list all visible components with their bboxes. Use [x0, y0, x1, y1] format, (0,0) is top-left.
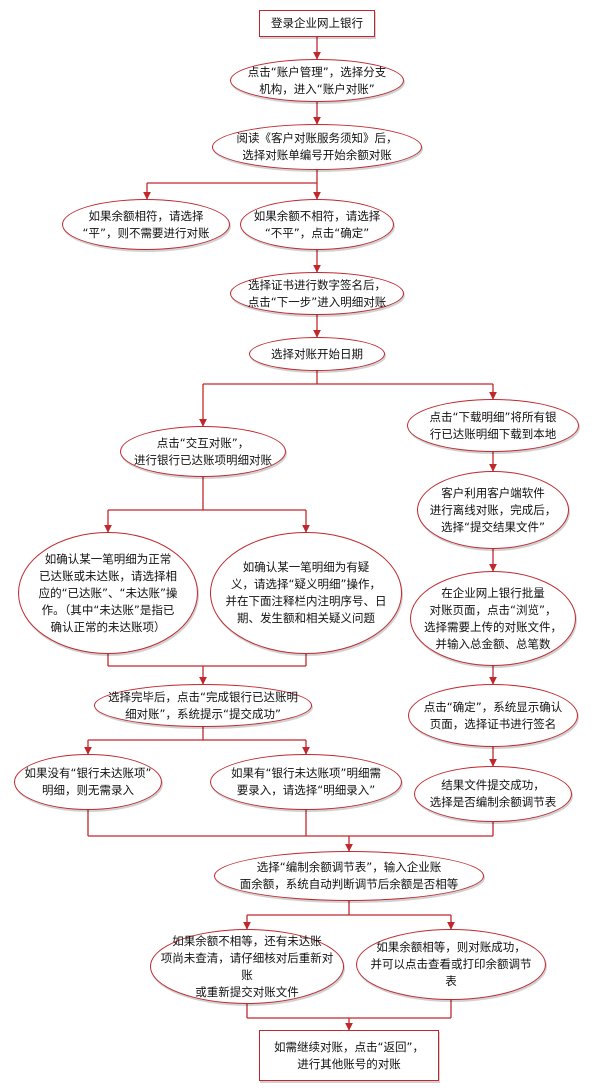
confirm-normal-items-step: 如确认某一笔明细为正常 已达账或未达账，请选择相 应的“已达账”、“未达账”操 …: [18, 532, 198, 654]
upload-file-step: 在企业网上银行批量 对账页面，点击“浏览”， 选择需要上传的对账文件， 并输入总…: [410, 571, 576, 666]
edge-7-split: [203, 371, 493, 385]
no-pending-items-option: 如果没有“银行未达账项” 明细，则无需录入: [14, 754, 162, 810]
edge-3-split: [147, 170, 318, 184]
has-pending-items-option: 如果有“银行未达账项”明细需 要录入，请选择“明细录入”: [210, 754, 402, 810]
select-start-date-step: 选择对账开始日期: [249, 337, 385, 371]
balance-adjustment-step: 选择“编制余额调节表”，输入企业账 面余额，系统自动判断调节后余额是否相等: [214, 851, 484, 901]
read-notice-step: 阅读《客户对账服务须知》后， 选择对账单编号开始余额对账: [212, 124, 422, 170]
interactive-reconciliation-step: 点击“交互对账”， 进行银行已达账项明细对账: [120, 426, 286, 477]
disputed-details-step: 如确认某一笔明细为有疑 义，请选择“疑义明细”操作， 并在下面注释栏内注明序号、…: [210, 532, 402, 654]
edge-merge-11-12: [107, 654, 307, 667]
edge-merge-20-21: [246, 1000, 452, 1019]
finish-confirmed-items-step: 选择完毕后，点击“完成银行已达账明 细对账”，系统提示“提交成功”: [94, 684, 312, 727]
edge-merge-16-17-18: [87, 810, 494, 837]
login-ebank-step: 登录企业网上银行: [259, 10, 375, 37]
balance-matched-option: 如果余额相符，请选择 “平”，则不需要进行对账: [62, 199, 230, 250]
balance-unequal-option: 如果余额不相等，还有未达账 项尚未查清，请仔细核对后重新对账 或重新提交对账文件: [150, 929, 344, 1004]
edge-14-split: [88, 727, 306, 741]
confirm-and-sign-step: 点击“确定”，系统显示确认 页面，选择证书进行签名: [408, 684, 578, 747]
edge-19-split: [247, 901, 451, 916]
edge-8-split: [108, 477, 306, 511]
offline-reconciliation-step: 客户利用客户端软件 进行离线对账，完成后， 选择“提交结果文件”: [417, 471, 569, 549]
download-details-step: 点击“下载明细”将所有银 行已达账明细下载到本地: [407, 399, 579, 452]
continue-reconciliation-step: 如需继续对账，点击“返回”， 进行其他账号的对账: [259, 1030, 439, 1081]
balance-equal-option: 如果余额相等，则对账成功， 并可以点击查看或打印余额调节表: [356, 929, 546, 1000]
result-submitted-step: 结果文件提交成功， 选择是否编制余额调节表: [414, 766, 572, 822]
digital-signature-step: 选择证书进行数字签名后， 点击“下一步”进入明细对账: [230, 272, 404, 315]
balance-mismatch-option: 如果余额不相符，请选择 “不平”，点击“确定”: [240, 199, 394, 250]
account-management-step: 点击“账户管理”，选择分支 机构，进入“账户对账”: [230, 59, 404, 102]
